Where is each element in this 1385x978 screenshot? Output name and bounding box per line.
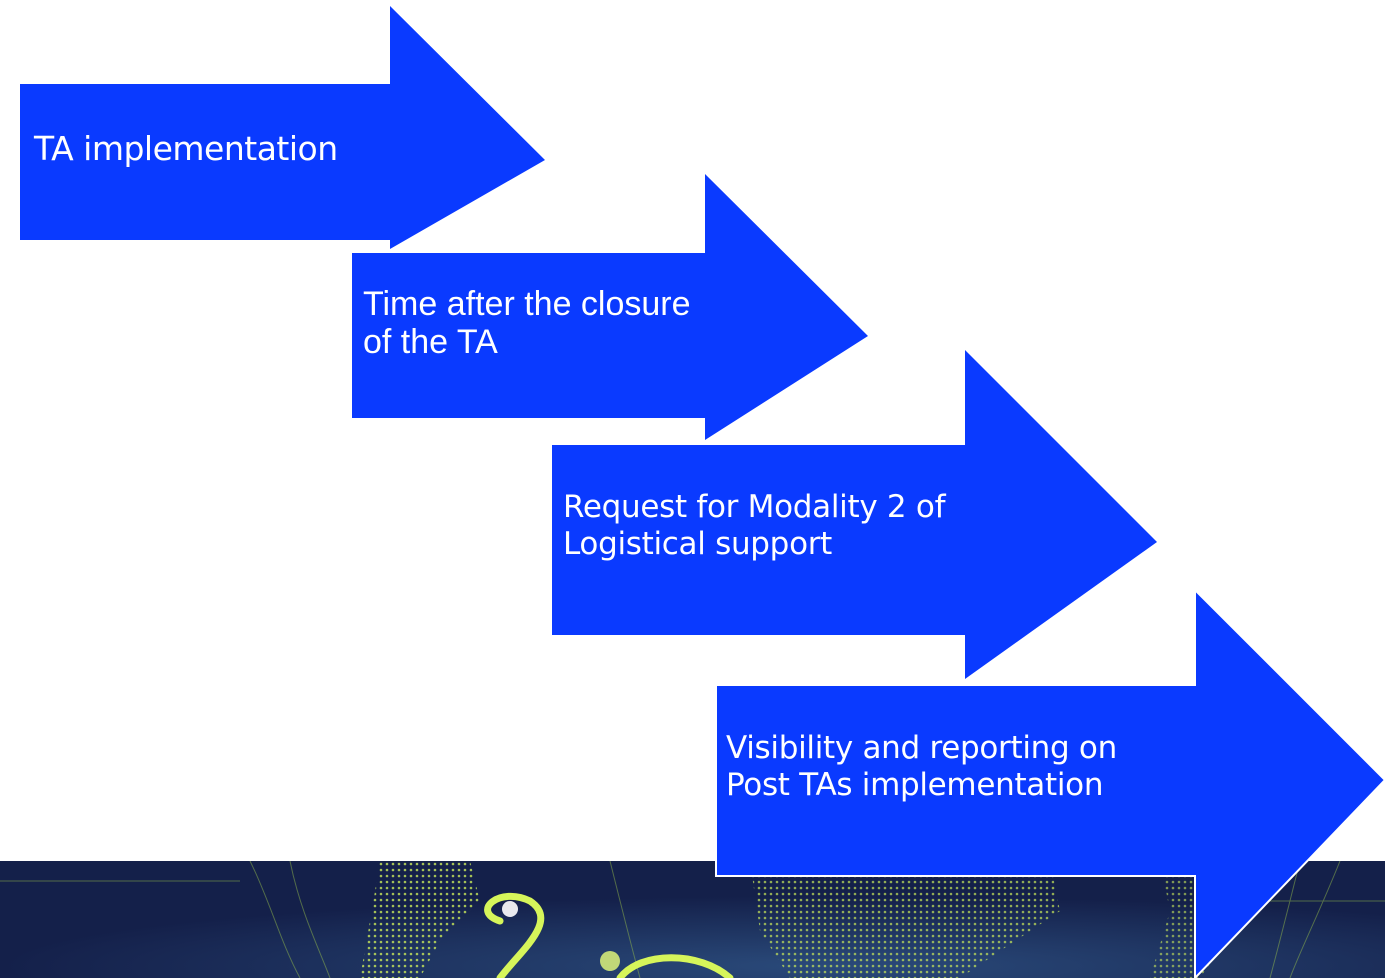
step-4-label: Visibility and reporting on Post TAs imp… [726,730,1117,803]
arrow-step-4 [715,587,1385,978]
step-3-label: Request for Modality 2 of Logistical sup… [563,489,945,562]
arrow-step-3 [552,350,1157,679]
step-1-label: TA implementation [34,129,338,169]
step-3-line-1: Request for Modality 2 of [563,489,946,525]
step-4-line-2: Post TAs implementation [726,766,1104,803]
step-4-line-1: Visibility and reporting on [726,730,1117,766]
step-2-line-1: Time after the closure [363,285,691,323]
step-2-label: Time after the closure of the TA [363,285,691,361]
step-1-line-1: TA implementation [34,129,338,168]
step-2-line-2: of the TA [363,323,498,362]
arrow-step-1 [20,6,545,249]
arrow-step-2 [352,174,868,440]
step-3-line-2: Logistical support [563,525,833,562]
